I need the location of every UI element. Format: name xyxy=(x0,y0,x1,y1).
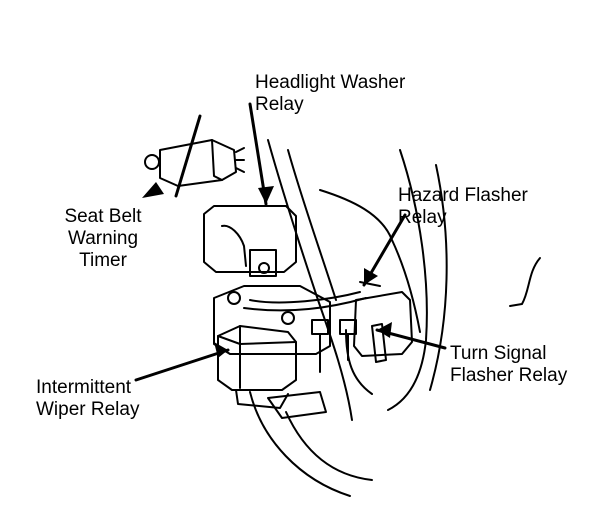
seat-belt-warning-timer-label: Seat Belt Warning Timer xyxy=(64,206,142,271)
intermittent-wiper-relay-label: Intermittent Wiper Relay xyxy=(36,377,140,420)
mounting-bracket-drawing xyxy=(213,285,367,355)
headlight-washer-relay-drawing xyxy=(203,205,297,277)
intermittent-wiper-relay-drawing xyxy=(217,325,327,419)
body-contours xyxy=(249,139,541,497)
connector-studs-drawing xyxy=(311,319,357,373)
headlight-washer-relay-label: Headlight Washer Relay xyxy=(255,72,406,115)
arrowheads xyxy=(142,182,392,358)
turn-signal-flasher-relay-label: Turn Signal Flasher Relay xyxy=(450,343,568,386)
seat-belt-warning-timer-drawing xyxy=(144,139,245,187)
hazard-flasher-relay-label: Hazard Flasher Relay xyxy=(398,185,528,228)
turn-signal-flasher-relay-drawing xyxy=(353,281,413,363)
